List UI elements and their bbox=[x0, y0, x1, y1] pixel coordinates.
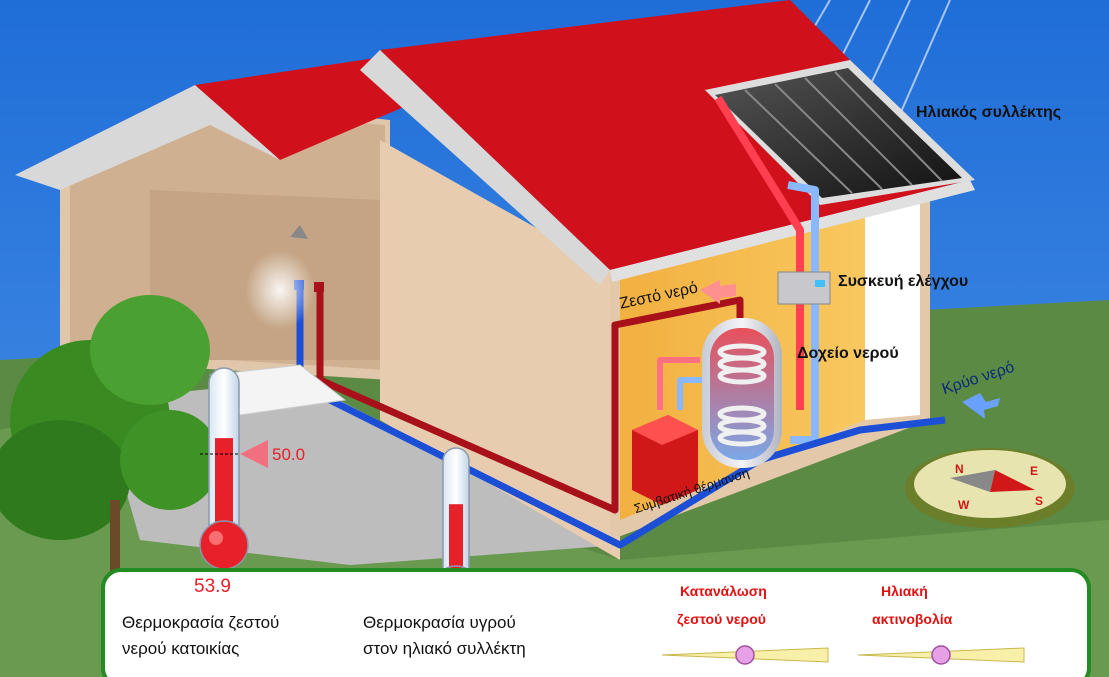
house-temp-label-line2: νερού κατοικίας bbox=[122, 639, 240, 658]
setpoint-marker-icon bbox=[240, 440, 268, 468]
left-roof bbox=[195, 55, 420, 160]
collector-temp-label-line1: Θερμοκρασία υγρού bbox=[363, 613, 516, 632]
water-tank-label: Δοχείο νερού bbox=[797, 345, 899, 362]
consumption-label-line1: Κατανάλωση bbox=[680, 583, 767, 599]
radiation-label-line2: ακτινοβολία bbox=[872, 611, 953, 627]
cold-water-arrow-icon bbox=[962, 393, 1000, 419]
house-temperature-reading: 53.9 bbox=[194, 576, 231, 597]
house-temp-label-line1: Θερμοκρασία ζεστού bbox=[122, 613, 280, 632]
radiation-slider[interactable] bbox=[856, 640, 1026, 670]
collector-temp-label-line2: στον ηλιακό συλλέκτη bbox=[363, 639, 526, 658]
radiation-label-line1: Ηλιακή bbox=[881, 583, 928, 599]
control-unit bbox=[777, 271, 831, 305]
compass-icon bbox=[905, 448, 1075, 528]
heat-exchanger-coils bbox=[717, 343, 767, 447]
consumption-label-line2: ζεστού νερού bbox=[677, 611, 766, 627]
compass-east: E bbox=[1030, 464, 1039, 478]
shower-head-icon bbox=[290, 225, 308, 239]
control-unit-label: Συσκευή ελέγχου bbox=[838, 273, 969, 290]
tree bbox=[0, 295, 220, 540]
control-panel bbox=[101, 568, 1091, 677]
hot-water-arrow-icon bbox=[700, 280, 736, 304]
solar-panel bbox=[715, 68, 962, 198]
steam bbox=[245, 250, 315, 330]
solar-collector-label: Ηλιακός συλλέκτης bbox=[916, 104, 1062, 121]
consumption-slider[interactable] bbox=[660, 640, 830, 670]
slider-knob[interactable] bbox=[931, 645, 951, 665]
compass-south: S bbox=[1035, 494, 1044, 508]
compass-north: N bbox=[955, 462, 964, 476]
slider-knob[interactable] bbox=[735, 645, 755, 665]
house-thermometer-icon bbox=[199, 367, 268, 570]
house-setpoint-value: 50.0 bbox=[272, 445, 306, 464]
compass-west: W bbox=[958, 498, 970, 512]
